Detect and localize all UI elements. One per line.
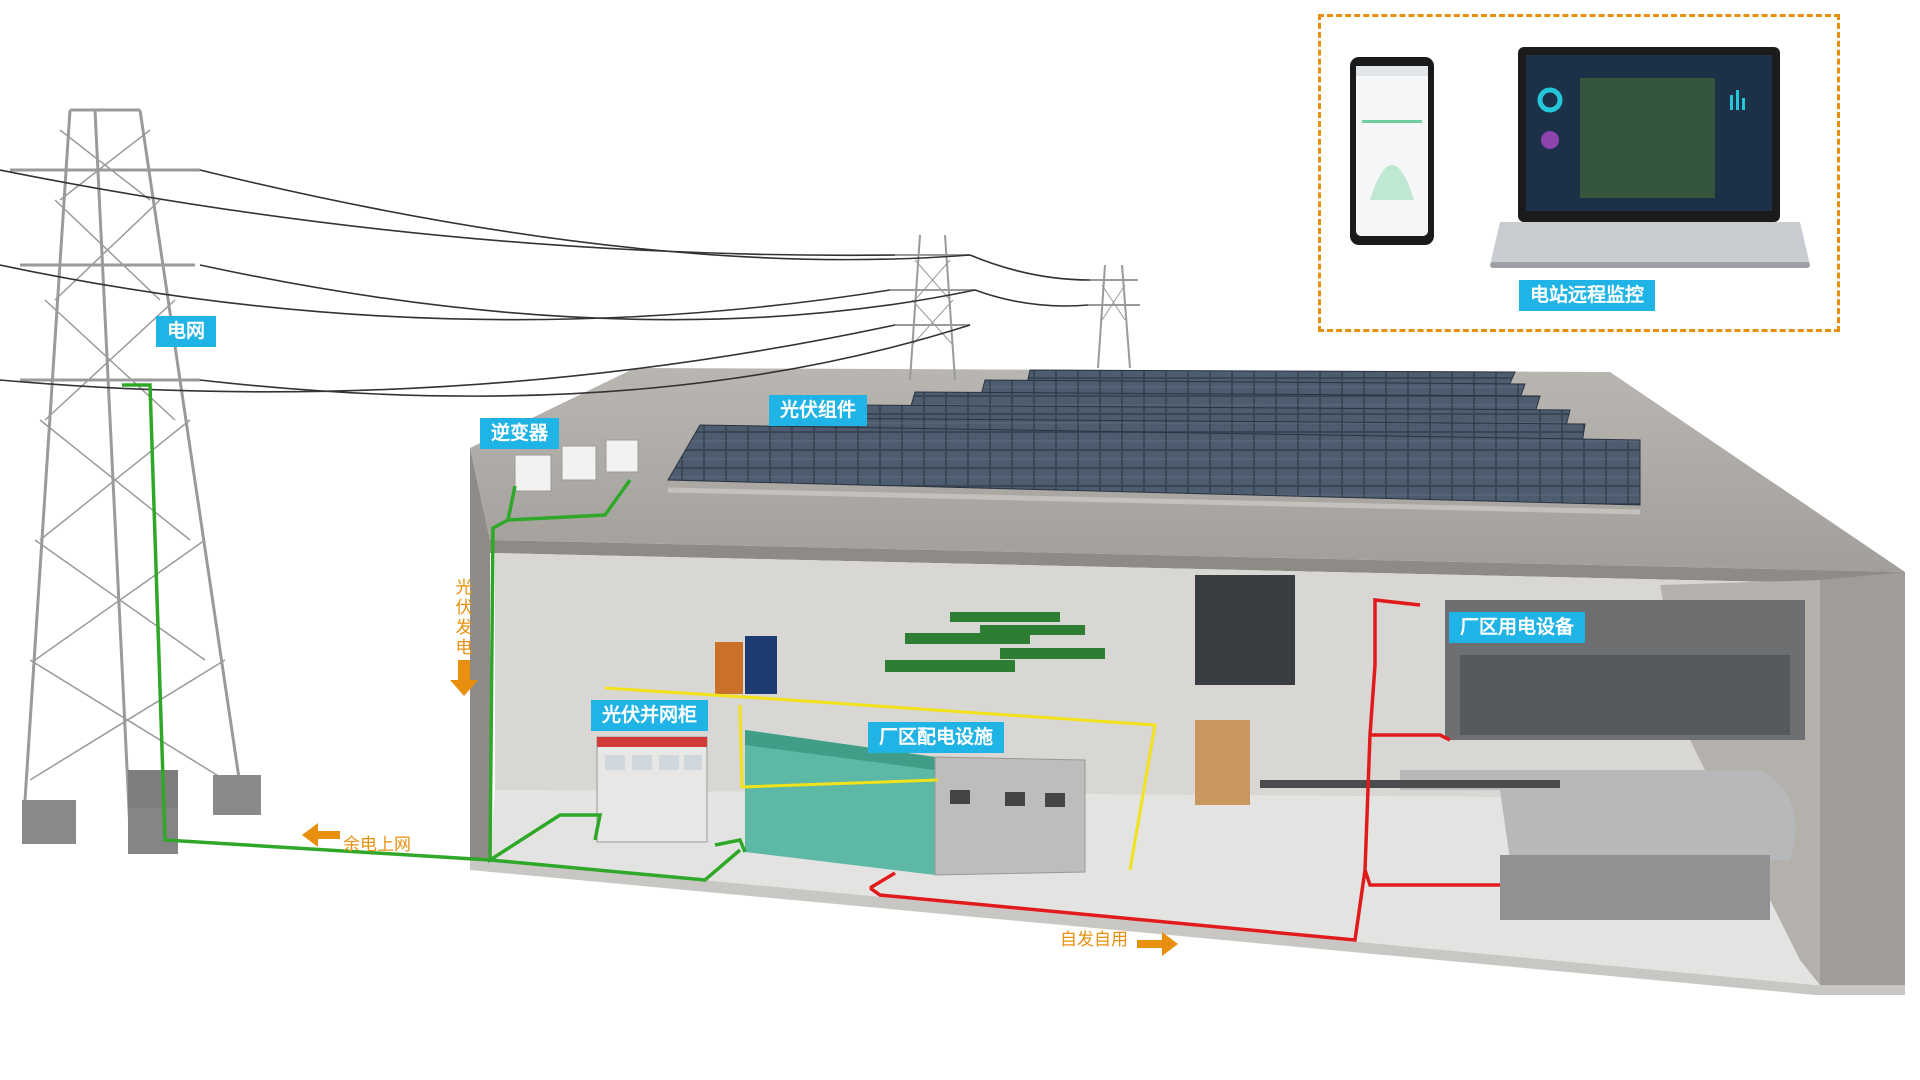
red-line-main xyxy=(868,869,1500,942)
self-use-text: 自发自用 xyxy=(1060,930,1128,950)
pv-generation-text: 光 伏 发 电 xyxy=(454,578,474,658)
pv-grid-cabinet-label: 光伏并网柜 xyxy=(591,700,709,731)
distribution-cabinets xyxy=(745,730,1086,876)
inverters xyxy=(514,439,639,492)
pv-array xyxy=(667,369,1641,515)
pv-generation-char: 光 xyxy=(455,578,473,598)
phone-device xyxy=(1350,57,1434,245)
tower-footings xyxy=(22,770,261,854)
red-line-factory xyxy=(1370,733,1451,742)
green-line-grid xyxy=(122,383,742,882)
arrow-right-icon xyxy=(1137,932,1178,956)
pv-generation-char: 电 xyxy=(455,638,473,658)
arrow-down-icon xyxy=(450,660,478,696)
power-tower-far-1 xyxy=(890,234,975,381)
green-line-wall xyxy=(488,518,603,864)
red-line-branch xyxy=(1363,598,1421,871)
vending-area xyxy=(715,636,777,694)
grid-label: 电网 xyxy=(156,316,217,347)
power-tower-far-2 xyxy=(1088,264,1140,369)
arrow-left-icon xyxy=(302,823,340,847)
pv-generation-char: 发 xyxy=(455,618,473,638)
surplus-to-grid-text: 余电上网 xyxy=(343,835,411,855)
safety-rail xyxy=(604,686,1157,871)
remote-monitor-label: 电站远程监控 xyxy=(1519,280,1656,311)
distribution-label: 厂区配电设施 xyxy=(868,722,1005,753)
green-line-link xyxy=(714,838,747,853)
power-tower-main xyxy=(10,108,242,831)
pv-modules-label: 光伏组件 xyxy=(769,395,868,426)
transmission-lines xyxy=(0,169,1091,397)
laptop-device xyxy=(1490,47,1810,268)
remote-monitor-frame xyxy=(1318,14,1840,332)
safety-rail-lower xyxy=(738,704,939,789)
inverter-label: 逆变器 xyxy=(480,418,560,449)
machinery xyxy=(1195,575,1805,920)
canteen-tables xyxy=(885,612,1105,672)
red-line-cabinet xyxy=(869,871,896,890)
green-line-roof xyxy=(505,478,632,522)
pv-generation-char: 伏 xyxy=(455,598,473,618)
pv-grid-cabinet xyxy=(596,736,708,843)
factory-equipment-label: 厂区用电设备 xyxy=(1449,612,1586,643)
pallet-boxes xyxy=(1195,720,1250,805)
